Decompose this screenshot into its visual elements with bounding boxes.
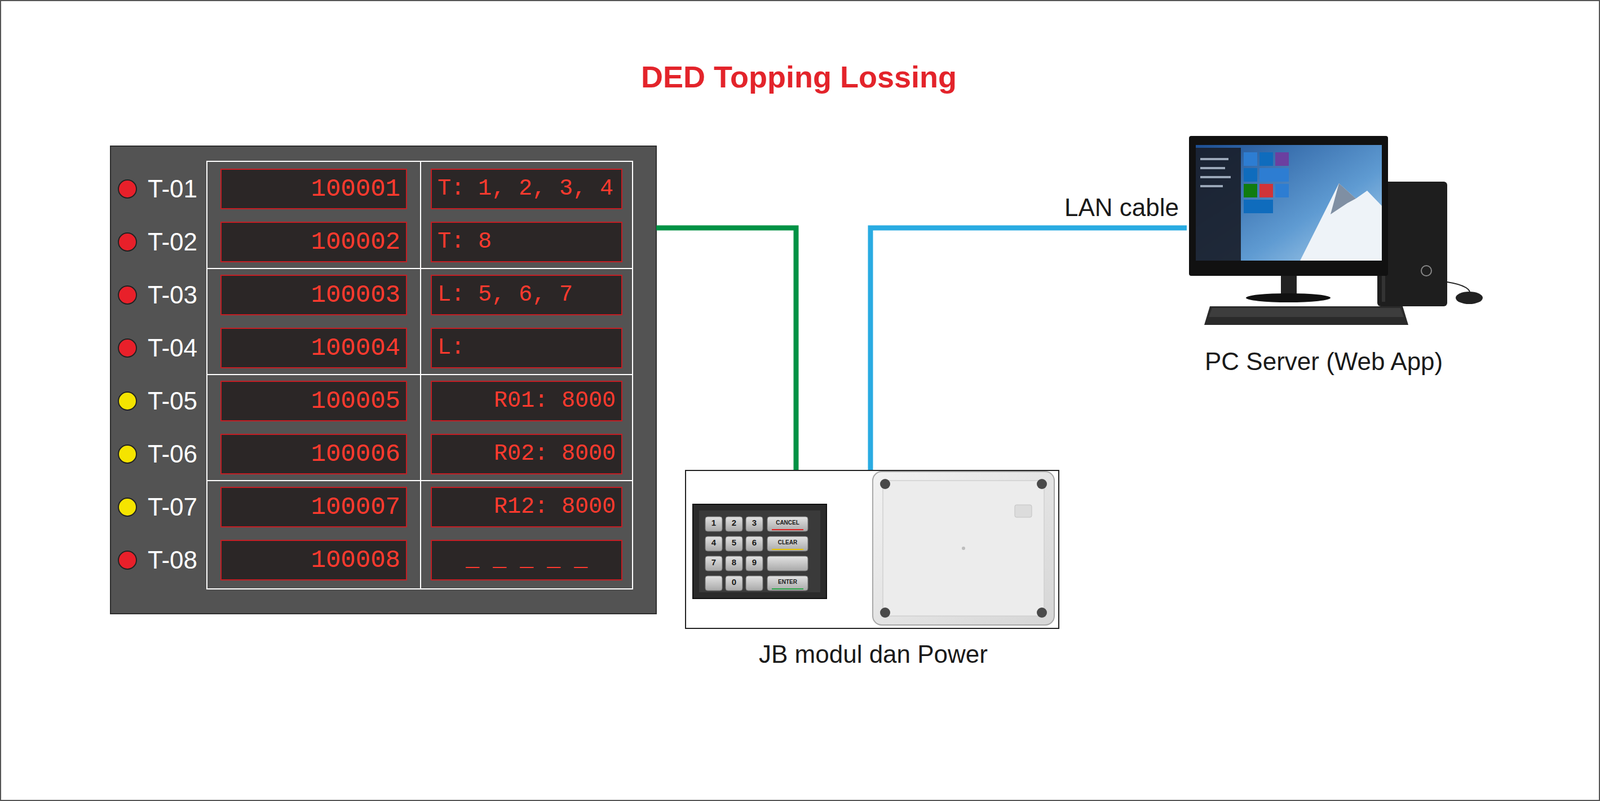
display-cell: R02: 8000 xyxy=(430,433,623,475)
display-value: 100001 xyxy=(221,169,406,209)
display-cell: T: 8 xyxy=(430,221,623,263)
display-value: R02: 8000 xyxy=(431,434,622,474)
display-value: T: 1, 2, 3, 4 xyxy=(431,169,622,209)
key-label: 7 xyxy=(705,555,723,569)
key-label: 3 xyxy=(745,516,763,529)
display-panel-art xyxy=(110,146,657,614)
key-label: ENTER xyxy=(767,575,808,589)
row-label: T-04 xyxy=(147,334,198,362)
diagram-title: DED Topping Lossing xyxy=(641,58,957,96)
keypad-art xyxy=(692,504,827,599)
row-label: T-08 xyxy=(147,546,198,574)
key-label: CANCEL xyxy=(767,516,808,529)
row-label: T-02 xyxy=(147,228,198,256)
display-cell: 100004 xyxy=(220,327,408,369)
key-label: 9 xyxy=(745,555,763,569)
display-value: 100007 xyxy=(221,487,406,527)
pc-server: PC Server (Web App) xyxy=(1186,133,1495,382)
box-caption: JB modul dan Power xyxy=(758,639,988,669)
key-label: 0 xyxy=(725,575,743,589)
display-cell: _ _ _ _ _ xyxy=(430,539,623,581)
key-label: CLEAR xyxy=(767,536,808,549)
row-label: T-01 xyxy=(147,175,198,203)
junction-box: JB modul dan Power xyxy=(684,469,1060,629)
row-label: T-05 xyxy=(147,387,198,415)
connector-line xyxy=(870,227,1187,470)
key-label: 6 xyxy=(745,536,763,549)
row-label: T-06 xyxy=(147,440,198,468)
pc-server-art xyxy=(1189,135,1483,325)
key-label: 4 xyxy=(705,536,723,549)
display-value: 100003 xyxy=(221,275,406,315)
display-value: 100005 xyxy=(221,381,406,421)
display-cell: L: xyxy=(430,327,623,369)
display-cell: 100002 xyxy=(220,221,408,263)
enclosure-box-art xyxy=(872,471,1055,625)
display-cell: T: 1, 2, 3, 4 xyxy=(430,168,623,210)
display-value: 100008 xyxy=(221,540,406,579)
connector-label: LAN cable xyxy=(1063,193,1180,223)
display-value: R01: 8000 xyxy=(431,381,622,421)
display-value: _ _ _ _ _ xyxy=(431,540,622,579)
display-cell: R12: 8000 xyxy=(430,486,623,528)
display-value: R12: 8000 xyxy=(431,487,622,527)
device-caption: PC Server (Web App) xyxy=(1204,347,1443,377)
display-cell: 100007 xyxy=(220,486,408,528)
display-value: L: 5, 6, 7 xyxy=(431,275,622,315)
key-label: 2 xyxy=(725,516,743,529)
row-label: T-07 xyxy=(147,493,198,521)
display-value: 100002 xyxy=(221,222,406,262)
display-cell: 100008 xyxy=(220,539,408,581)
connector-line xyxy=(656,227,797,470)
display-cell: L: 5, 6, 7 xyxy=(430,274,623,316)
key-label: 5 xyxy=(725,536,743,549)
row-label: T-03 xyxy=(147,281,198,309)
display-value: T: 8 xyxy=(431,222,622,262)
display-cell: R01: 8000 xyxy=(430,380,623,422)
key-label: 1 xyxy=(705,516,723,529)
display-cell: 100005 xyxy=(220,380,408,422)
display-cell: 100001 xyxy=(220,168,408,210)
display-value: L: xyxy=(431,328,622,368)
key-label: 8 xyxy=(725,555,743,569)
display-panel: T-01T-02T-03T-04T-05T-06T-07T-08100001T:… xyxy=(110,146,657,614)
display-value: 100004 xyxy=(221,328,406,368)
display-cell: 100003 xyxy=(220,274,408,316)
display-cell: 100006 xyxy=(220,433,408,475)
display-value: 100006 xyxy=(221,434,406,474)
